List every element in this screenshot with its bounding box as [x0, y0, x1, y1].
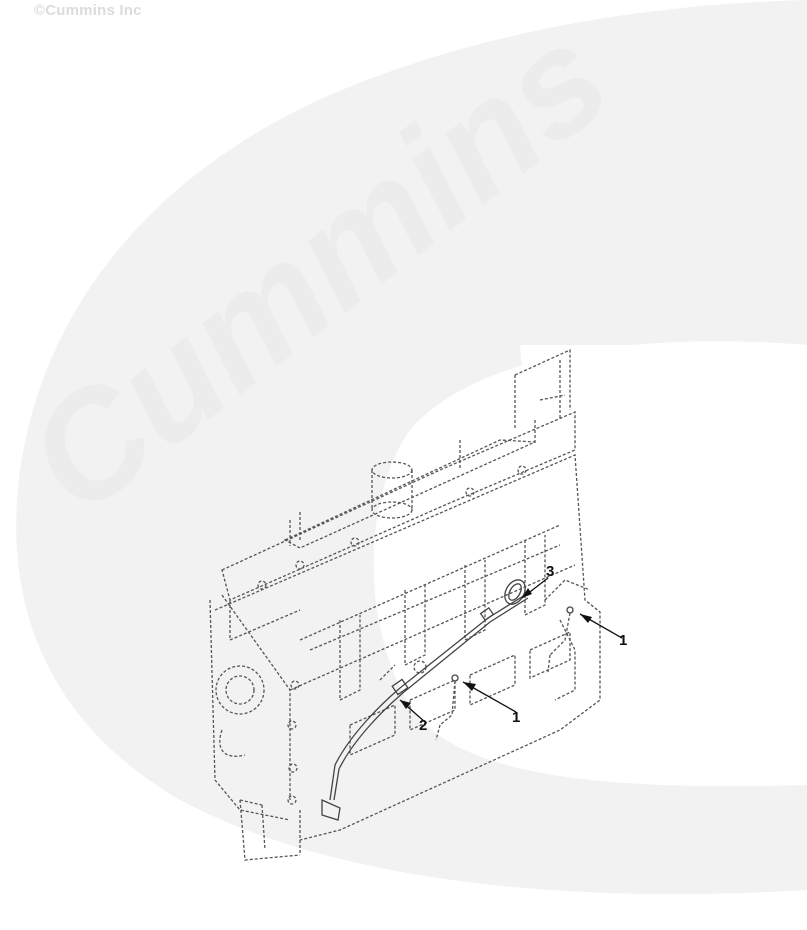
callout-2: 2	[419, 717, 427, 734]
front-housing	[215, 665, 265, 757]
callout-leaders	[399, 577, 623, 723]
callout-1-right: 1	[619, 632, 627, 649]
dipstick-assembly	[321, 579, 529, 821]
mounting-clamps	[435, 606, 574, 741]
callout-3: 3	[546, 563, 554, 580]
copyright-text: ©Cummins Inc	[34, 2, 142, 19]
oil-filler-cap	[371, 461, 413, 519]
watermark-swoosh: Cummins	[0, 0, 807, 895]
engine-block	[209, 348, 601, 861]
dipstick-handle	[504, 579, 526, 605]
callout-1-lower: 1	[512, 709, 520, 726]
